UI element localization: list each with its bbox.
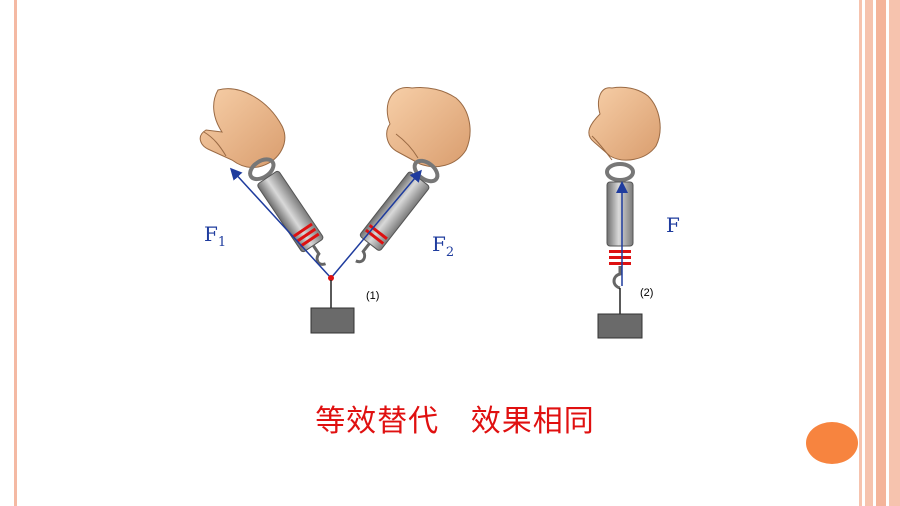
force-vector-f1	[229, 167, 332, 279]
left-decorative-rule	[14, 0, 17, 506]
left-hand-icon	[199, 88, 286, 169]
force-label-f1: F1	[204, 222, 227, 250]
force-label-f: F	[666, 213, 680, 237]
single-hand-icon	[588, 86, 661, 161]
stripe	[889, 0, 900, 506]
orange-dot	[806, 422, 858, 464]
right-hand-icon	[386, 87, 471, 168]
left-spring-scale	[248, 157, 327, 266]
single-spring-scale	[605, 162, 635, 290]
weight-block	[597, 313, 643, 339]
right-spring-scale	[355, 158, 440, 264]
force-label-f2: F2	[432, 232, 455, 260]
stripe	[859, 0, 862, 506]
stripe	[876, 0, 886, 506]
weight-block	[310, 307, 355, 334]
stripe	[865, 0, 873, 506]
knot-point	[328, 275, 334, 281]
figure-number-2: (2)	[640, 287, 654, 299]
force-vector-f2	[330, 169, 422, 279]
caption-text: 等效替代 效果相同	[315, 404, 595, 439]
right-decorative-stripes	[858, 0, 900, 506]
figure-number-1: (1)	[366, 290, 380, 302]
